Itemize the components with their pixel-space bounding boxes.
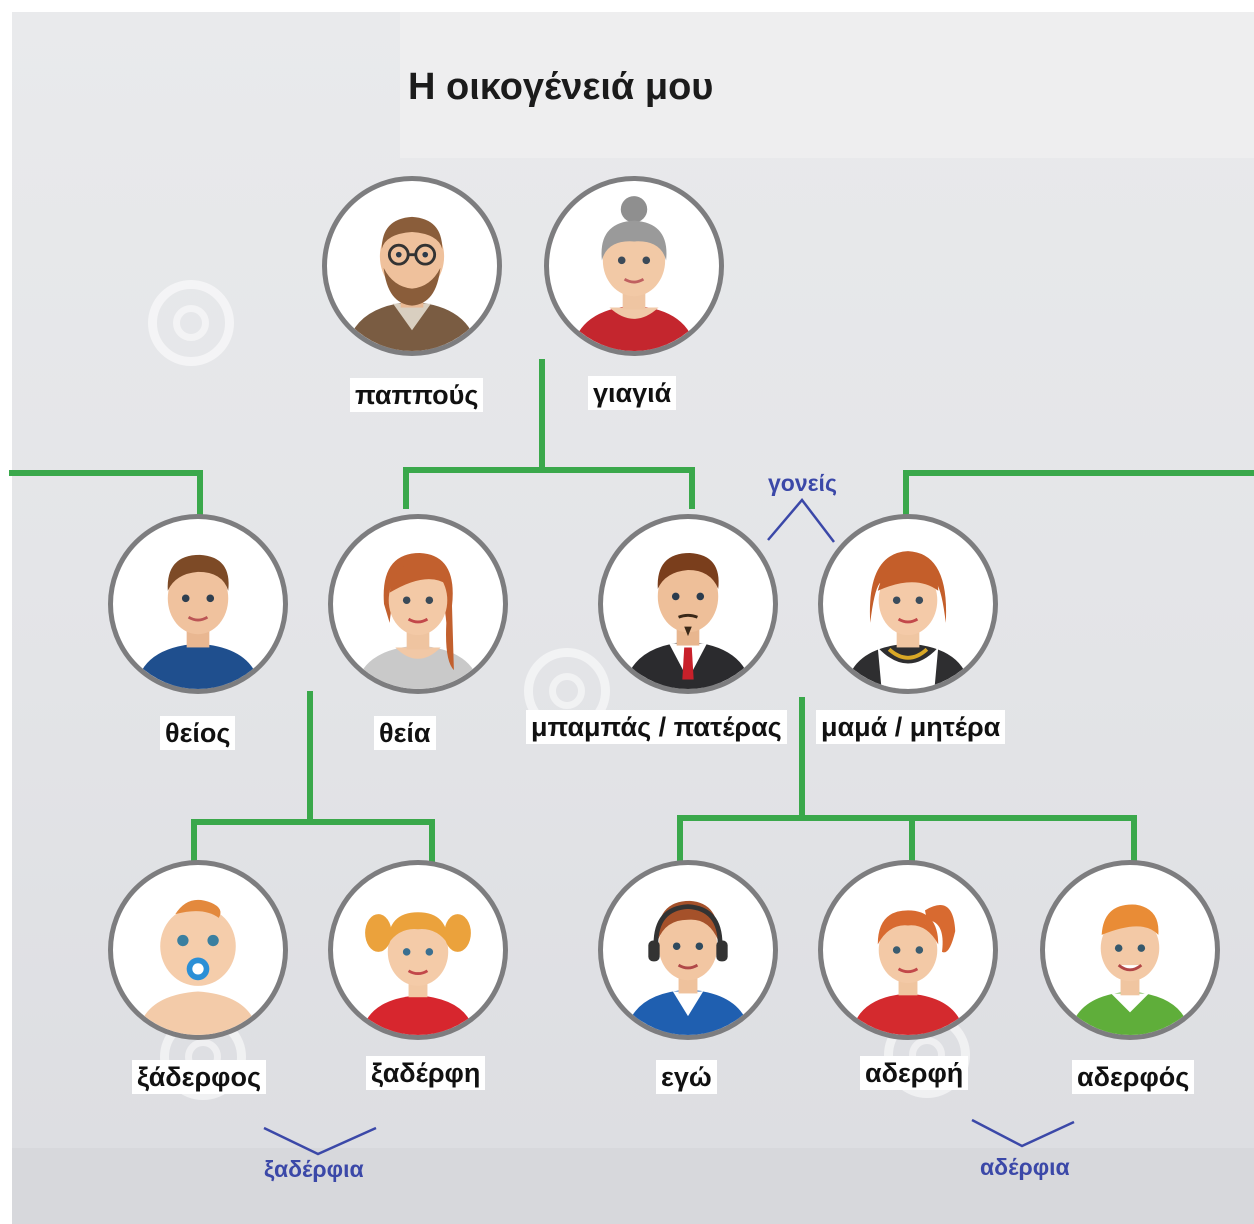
parents-group-label: γονείς [768, 470, 837, 496]
grandmother-label: γιαγιά [588, 376, 677, 410]
cousin-female-label: ξαδέρφη [366, 1056, 486, 1090]
grandfather-icon [345, 216, 479, 351]
mother-label: μαμά / μητέρα [816, 710, 1006, 744]
girl-icon [361, 912, 475, 1035]
bottom-band [12, 1148, 1254, 1224]
cousin-female-avatar [328, 860, 508, 1040]
baby-icon [137, 899, 259, 1035]
aunt-label: θεία [374, 716, 436, 750]
connector-siblings [677, 815, 1137, 861]
father-avatar [598, 514, 778, 694]
connector-mother [903, 470, 1254, 515]
bracket-cousins [263, 1126, 377, 1156]
aunt-avatar [328, 514, 508, 694]
father-label: μπαμπάς / πατέρας [526, 710, 787, 744]
cousin-male-avatar [108, 860, 288, 1040]
bracket-siblings [971, 1118, 1075, 1148]
title-panel [400, 12, 1254, 158]
brother-avatar [1040, 860, 1220, 1040]
brother-label: αδερφός [1072, 1060, 1195, 1094]
uncle-label: θείος [160, 716, 236, 750]
me-avatar [598, 860, 778, 1040]
connector-children-grandparents [403, 467, 695, 509]
connector-uncle [9, 470, 203, 515]
sister-avatar [818, 860, 998, 1040]
aunt-icon [355, 553, 481, 689]
page-title: Η οικογένειά μου [408, 66, 714, 108]
grandfather-label: παππούς [350, 378, 484, 412]
boy-headphones-icon [625, 900, 751, 1035]
grandmother-icon [571, 196, 697, 351]
cousin-male-label: ξάδερφος [132, 1060, 267, 1094]
mother-icon [845, 551, 971, 689]
me-label: εγώ [656, 1060, 717, 1094]
cousins-group-label: ξαδέρφια [264, 1156, 364, 1182]
brother-icon [1069, 904, 1191, 1035]
bracket-parents [767, 498, 835, 543]
connector-cousins [191, 819, 435, 863]
watermark-icon [148, 280, 234, 366]
uncle-avatar [108, 514, 288, 694]
father-icon [623, 553, 753, 689]
grandfather-avatar [322, 176, 502, 356]
sister-icon [851, 905, 965, 1035]
grandmother-avatar [544, 176, 724, 356]
uncle-icon [135, 554, 261, 689]
mother-avatar [818, 514, 998, 694]
siblings-group-label: αδέρφια [980, 1154, 1070, 1180]
sister-label: αδερφή [860, 1056, 969, 1090]
